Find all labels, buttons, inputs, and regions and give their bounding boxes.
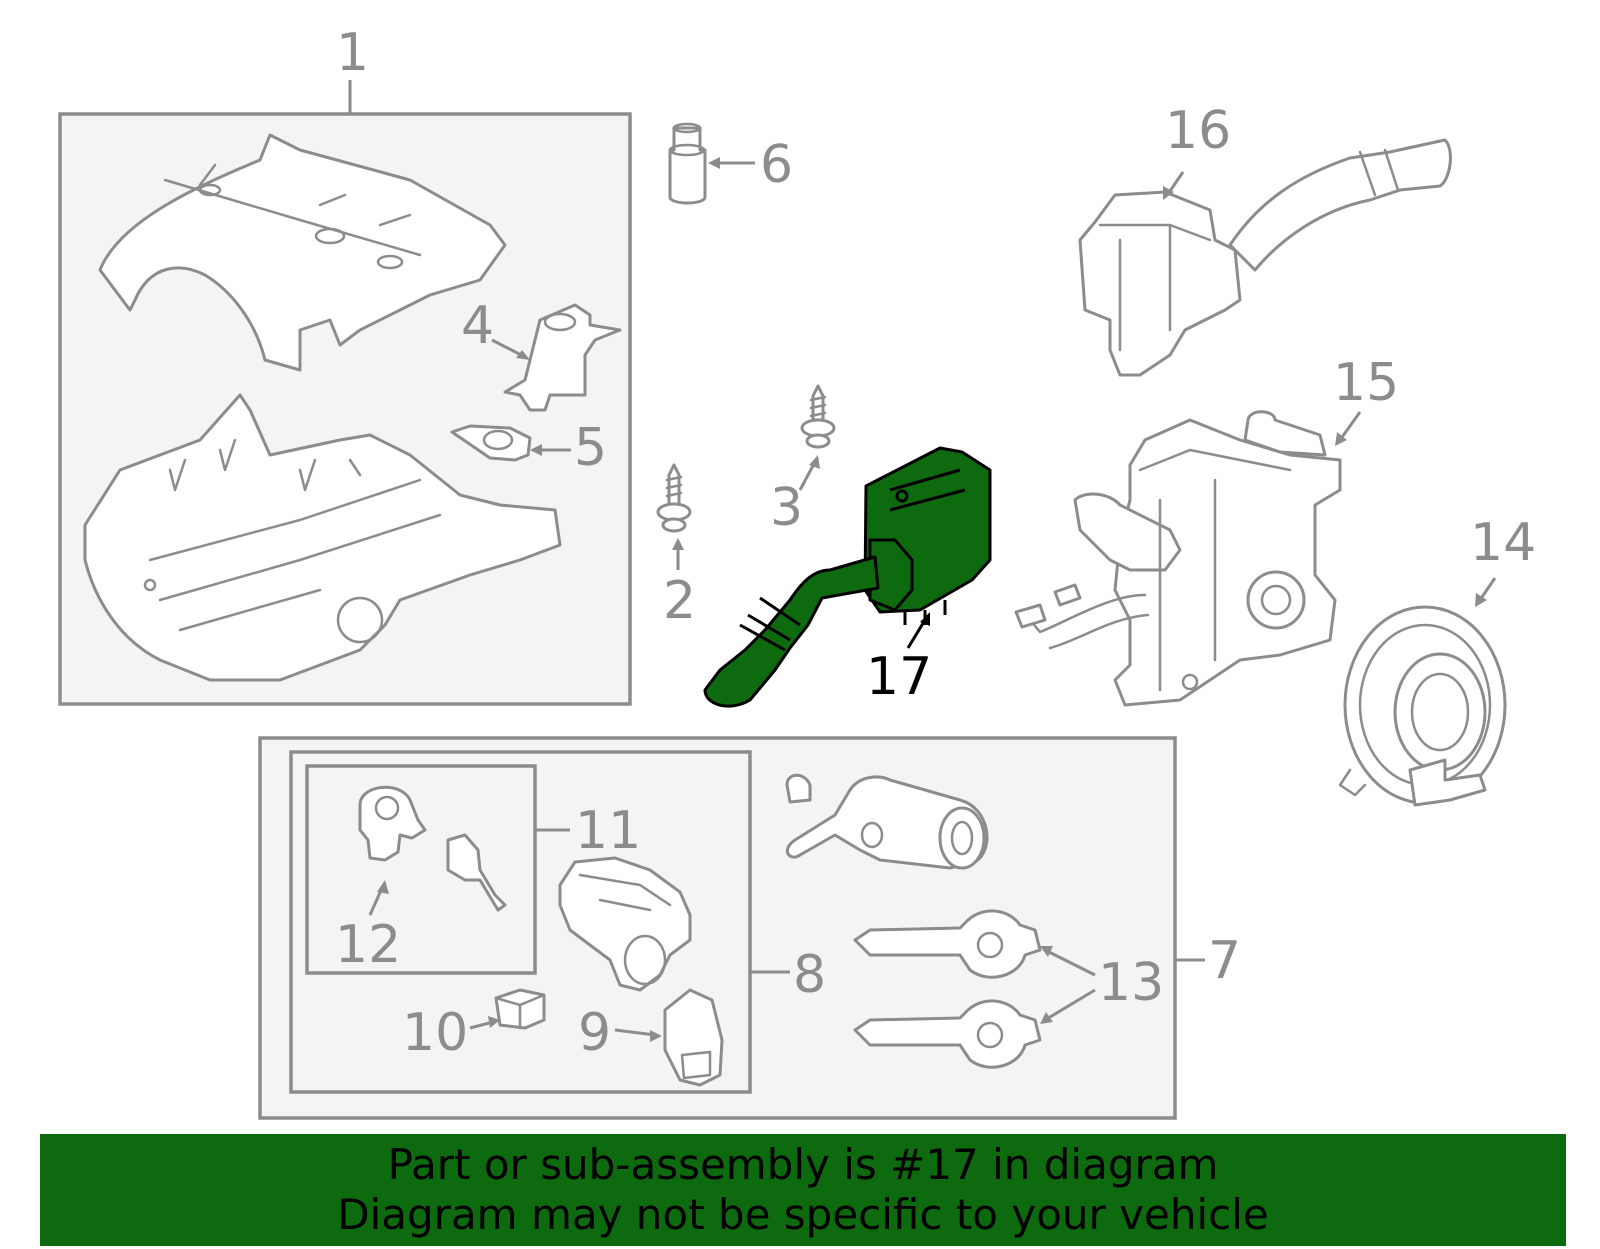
callout-15: 15 — [1333, 353, 1399, 413]
key-lower-13 — [853, 999, 1042, 1069]
callout-7: 7 — [1208, 931, 1241, 991]
group-box-8 — [289, 750, 752, 1094]
callout-17: 17 — [866, 647, 932, 707]
callout-10: 10 — [402, 1003, 468, 1063]
callout-3: 3 — [770, 478, 803, 538]
key-upper-13 — [853, 909, 1042, 979]
info-banner: Part or sub-assembly is #17 in diagram D… — [40, 1134, 1566, 1246]
combination-switch-17 — [703, 446, 992, 708]
door-lock-cylinder — [785, 773, 989, 870]
callout-5: 5 — [574, 418, 607, 478]
callout-14: 14 — [1470, 513, 1536, 573]
callout-6: 6 — [760, 135, 793, 195]
banner-line-2: Diagram may not be specific to your vehi… — [337, 1190, 1269, 1239]
callout-11: 11 — [575, 801, 641, 861]
immobilizer-ring-12 — [358, 785, 507, 912]
callout-1: 1 — [336, 23, 369, 83]
callout-4: 4 — [461, 296, 494, 356]
trim-piece-4 — [503, 303, 622, 412]
group-box-11 — [305, 764, 537, 975]
lower-column-cover — [83, 393, 562, 682]
screw-3 — [800, 384, 836, 449]
ignition-lock-assembly — [558, 856, 692, 992]
switch-10 — [494, 988, 546, 1030]
callout-2: 2 — [663, 571, 696, 631]
wiper-switch-16 — [1078, 138, 1452, 377]
callout-12: 12 — [335, 915, 401, 975]
callout-16: 16 — [1165, 101, 1231, 161]
callout-9: 9 — [578, 1003, 611, 1063]
ignition-housing-15 — [1014, 410, 1342, 707]
banner-line-1: Part or sub-assembly is #17 in diagram — [387, 1140, 1219, 1189]
clock-spring-14 — [1338, 605, 1507, 807]
upper-column-cover — [98, 133, 507, 372]
pin-6 — [668, 122, 707, 205]
clip-5 — [450, 424, 532, 462]
connector-9 — [663, 988, 724, 1087]
callout-13: 13 — [1098, 953, 1164, 1013]
callout-8: 8 — [793, 945, 826, 1005]
screw-2 — [656, 463, 692, 533]
